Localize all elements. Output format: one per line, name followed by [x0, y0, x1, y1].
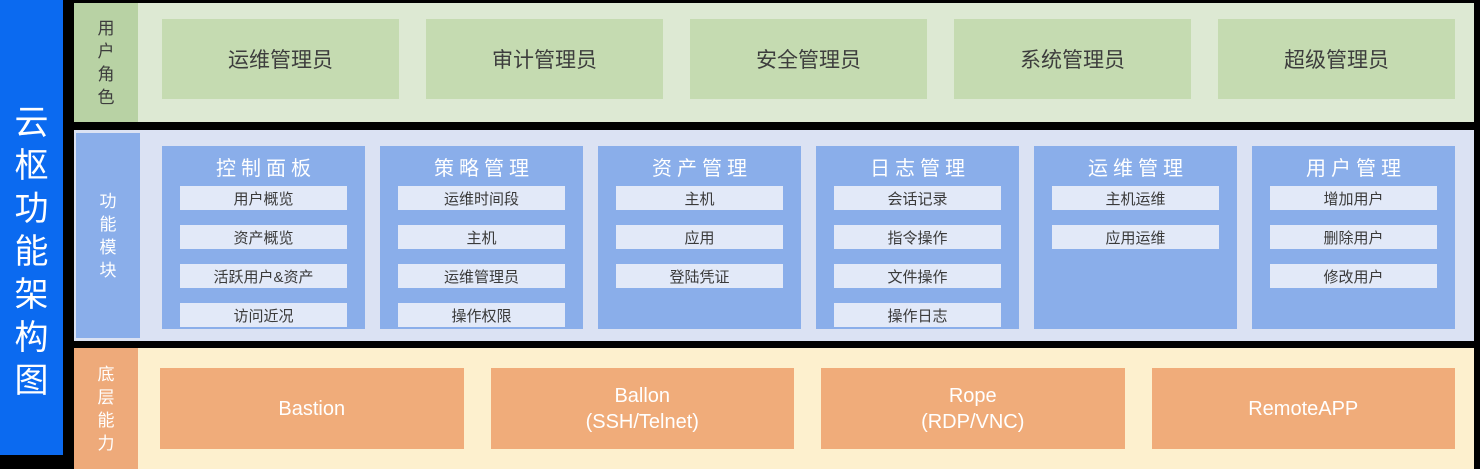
module-item: 主机运维 — [1052, 186, 1219, 210]
section-function-modules: 功能模块 控制面板 用户概览资产概览活跃用户&资产访问近况 策略管理 运维时间段… — [74, 130, 1474, 341]
module-item: 增加用户 — [1270, 186, 1437, 210]
module-item: 应用 — [616, 225, 783, 249]
module-panel-title: 资产管理 — [652, 157, 752, 180]
module-item: 访问近况 — [180, 303, 347, 327]
roles-row: 运维管理员审计管理员安全管理员系统管理员超级管理员 — [138, 3, 1474, 122]
section-label-function-modules: 功能模块 — [76, 133, 140, 338]
module-panel-items: 主机应用登陆凭证 — [616, 186, 783, 288]
module-item: 会话记录 — [834, 186, 1001, 210]
capability-name: Ballon — [614, 384, 671, 407]
section-label-capabilities: 底层能力 — [74, 348, 138, 469]
role-box: 安全管理员 — [690, 19, 927, 99]
capability-detail: (RDP/VNC) — [921, 410, 1025, 433]
module-panel-items: 运维时间段主机运维管理员操作权限 — [398, 186, 565, 327]
module-item: 文件操作 — [834, 264, 1001, 288]
module-item: 资产概览 — [180, 225, 347, 249]
module-panel-items: 增加用户删除用户修改用户 — [1270, 186, 1437, 288]
module-panel-items: 会话记录指令操作文件操作操作日志 — [834, 186, 1001, 327]
capabilities-row: Bastion Ballon (SSH/Telnet) Rope (RDP/VN… — [138, 348, 1474, 469]
module-panel-title: 控制面板 — [216, 157, 316, 180]
module-item: 运维时间段 — [398, 186, 565, 210]
diagram-title: 云枢功能架构图 — [14, 104, 49, 400]
capability-box: RemoteAPP — [1151, 368, 1455, 449]
diagram-body: 用户角色 运维管理员审计管理员安全管理员系统管理员超级管理员 功能模块 控制面板… — [74, 0, 1474, 469]
section-label-text: 用户角色 — [97, 18, 115, 107]
section-label-user-roles: 用户角色 — [74, 3, 138, 122]
module-panel-title: 策略管理 — [434, 157, 534, 180]
capability-box: Bastion — [160, 368, 464, 449]
module-panel-items: 主机运维应用运维 — [1052, 186, 1219, 249]
module-panel-title: 用户管理 — [1306, 157, 1406, 180]
module-item: 应用运维 — [1052, 225, 1219, 249]
section-user-roles: 用户角色 运维管理员审计管理员安全管理员系统管理员超级管理员 — [74, 3, 1474, 122]
role-box: 超级管理员 — [1218, 19, 1455, 99]
section-label-text: 底层能力 — [97, 364, 115, 453]
module-item: 运维管理员 — [398, 264, 565, 288]
role-box: 审计管理员 — [426, 19, 663, 99]
role-box: 运维管理员 — [162, 19, 399, 99]
module-item: 修改用户 — [1270, 264, 1437, 288]
module-item: 操作权限 — [398, 303, 565, 327]
module-item: 操作日志 — [834, 303, 1001, 327]
module-item: 登陆凭证 — [616, 264, 783, 288]
capability-name: Rope — [948, 384, 997, 407]
module-panel-title: 运维管理 — [1088, 157, 1188, 180]
module-panel: 用户管理 增加用户删除用户修改用户 — [1252, 146, 1455, 329]
module-panel: 运维管理 主机运维应用运维 — [1034, 146, 1237, 329]
capability-box: Rope (RDP/VNC) — [821, 368, 1125, 449]
module-panel-items: 用户概览资产概览活跃用户&资产访问近况 — [180, 186, 347, 327]
module-item: 用户概览 — [180, 186, 347, 210]
module-panel: 日志管理 会话记录指令操作文件操作操作日志 — [816, 146, 1019, 329]
module-item: 删除用户 — [1270, 225, 1437, 249]
module-item: 指令操作 — [834, 225, 1001, 249]
section-label-text: 功能模块 — [99, 191, 117, 280]
capability-detail: (SSH/Telnet) — [585, 410, 699, 433]
module-panel-title: 日志管理 — [870, 157, 970, 180]
capability-box: Ballon (SSH/Telnet) — [490, 368, 794, 449]
capability-name: Bastion — [278, 397, 346, 420]
role-box: 系统管理员 — [954, 19, 1191, 99]
module-item: 主机 — [616, 186, 783, 210]
section-capabilities: 底层能力 Bastion Ballon (SSH/Telnet) Rope (R… — [74, 348, 1474, 469]
module-panels-row: 控制面板 用户概览资产概览活跃用户&资产访问近况 策略管理 运维时间段主机运维管… — [140, 130, 1474, 341]
brand-title-bar: 云枢功能架构图 — [0, 0, 63, 455]
module-item: 主机 — [398, 225, 565, 249]
module-panel: 策略管理 运维时间段主机运维管理员操作权限 — [380, 146, 583, 329]
module-item: 活跃用户&资产 — [180, 264, 347, 288]
module-panel: 资产管理 主机应用登陆凭证 — [598, 146, 801, 329]
capability-name: RemoteAPP — [1248, 397, 1359, 420]
module-panel: 控制面板 用户概览资产概览活跃用户&资产访问近况 — [162, 146, 365, 329]
